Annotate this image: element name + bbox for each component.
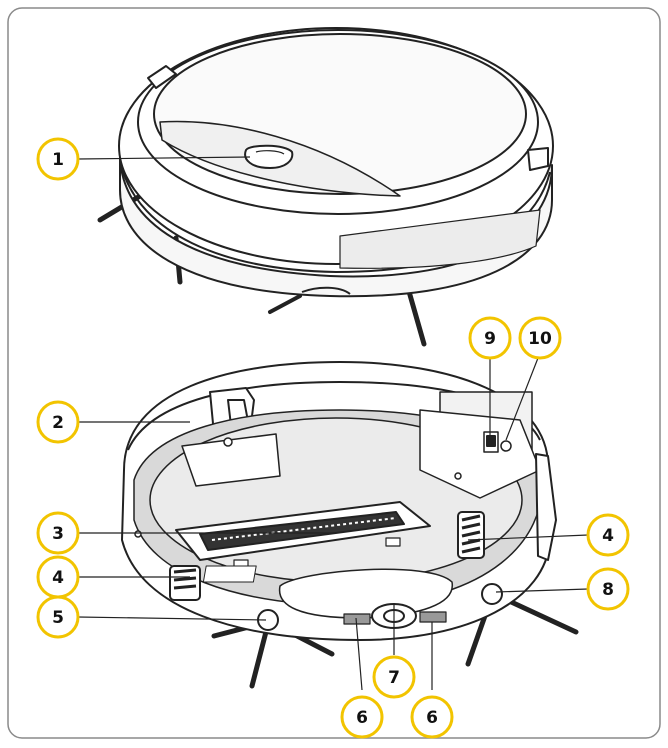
callout-7: 7 xyxy=(372,655,416,699)
bumper-clip-right xyxy=(527,147,549,171)
charging-contact-right xyxy=(419,611,447,623)
callout-4-right: 4 xyxy=(586,513,630,557)
bumper-clip-left xyxy=(147,65,177,89)
main-brush-bristles xyxy=(211,517,397,541)
robot-bottom-view xyxy=(121,361,579,689)
bumper-stripe xyxy=(339,209,541,269)
callout-label: 10 xyxy=(528,329,552,349)
sensor xyxy=(134,530,142,538)
side-brush-bristle xyxy=(405,285,427,347)
latch-right xyxy=(385,537,401,547)
robot-top-view xyxy=(97,27,554,347)
callout-6-right: 6 xyxy=(410,695,454,739)
callout-label: 1 xyxy=(52,150,64,170)
callout-10: 10 xyxy=(518,316,562,360)
callout-3: 3 xyxy=(36,511,80,555)
callouts: 1 2 3 4 5 6 6 7 xyxy=(36,137,630,739)
callout-6-left: 6 xyxy=(340,695,384,739)
sensor xyxy=(223,437,233,447)
rear-cover xyxy=(419,409,541,499)
main-brush xyxy=(199,511,405,551)
callout-label: 7 xyxy=(388,668,400,688)
side-brush-bristle xyxy=(268,294,302,314)
callout-label: 2 xyxy=(52,413,64,433)
callout-label: 8 xyxy=(602,580,614,600)
wheel-bottom xyxy=(301,286,351,295)
drive-wheel-left xyxy=(169,565,201,601)
power-switch xyxy=(486,435,496,447)
power-button xyxy=(244,144,294,169)
side-brush-bristle xyxy=(249,621,271,689)
callout-4-left: 4 xyxy=(36,555,80,599)
charging-contact-left xyxy=(343,613,371,625)
callout-8: 8 xyxy=(586,567,630,611)
callout-label: 3 xyxy=(52,524,64,544)
callout-9: 9 xyxy=(468,316,512,360)
center-plate xyxy=(278,568,453,619)
side-brush-hub-right xyxy=(481,583,503,605)
callout-label: 4 xyxy=(602,526,614,546)
robot-body-lower xyxy=(118,149,553,298)
dustbin-door xyxy=(181,433,281,487)
callout-label: 5 xyxy=(52,608,64,628)
bumper-edge-right xyxy=(535,453,557,561)
callout-label: 6 xyxy=(356,708,368,728)
center-label xyxy=(202,565,257,583)
callout-label: 4 xyxy=(52,568,64,588)
sensor xyxy=(454,472,462,480)
callout-label: 9 xyxy=(484,329,496,349)
callout-1: 1 xyxy=(36,137,80,181)
dc-jack xyxy=(500,440,512,452)
power-button-inner xyxy=(255,150,285,155)
callout-label: 6 xyxy=(426,708,438,728)
callout-2: 2 xyxy=(36,400,80,444)
callout-5: 5 xyxy=(36,595,80,639)
leader-lines xyxy=(77,156,589,691)
drive-wheel-right xyxy=(457,511,485,559)
